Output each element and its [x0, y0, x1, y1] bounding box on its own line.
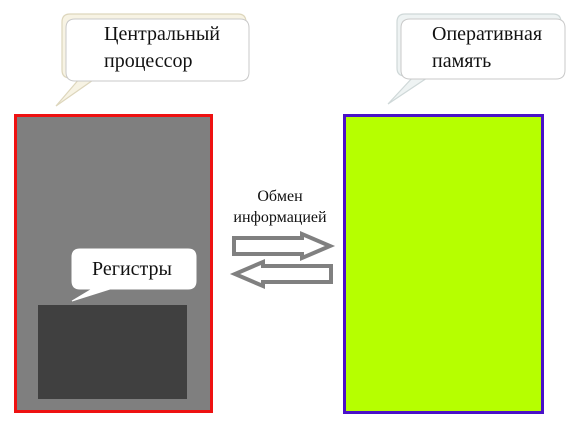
- right-arrow-icon: [232, 230, 336, 262]
- registers-callout-bubble: [71, 248, 197, 302]
- cpu-callout-bubble: [55, 13, 250, 107]
- left-arrow-icon: [229, 258, 333, 290]
- registers-label: Регистры: [92, 258, 172, 280]
- registers-block: [38, 305, 187, 399]
- exchange-label: Обмен информацией: [233, 188, 327, 226]
- memory-label: Оперативная память: [432, 23, 543, 72]
- cpu-label: Центральный процессор: [104, 23, 221, 72]
- memory-callout-bubble: [387, 13, 566, 105]
- memory-block: [343, 114, 544, 414]
